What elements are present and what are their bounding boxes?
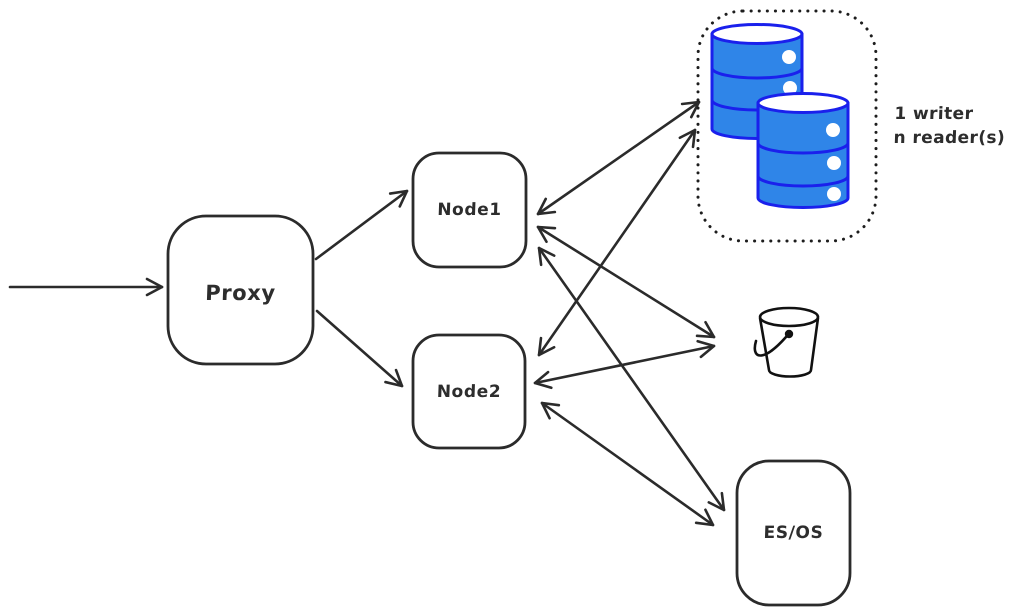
db-cluster-dashed-box	[696, 9, 878, 243]
node1-label: Node1	[436, 200, 503, 220]
node1-box	[411, 151, 528, 269]
edge-node2-esos	[540, 401, 715, 527]
db-annotation-line1: 1 writer	[894, 104, 974, 124]
proxy-label: Proxy	[204, 281, 277, 305]
db-cluster-annotation: 1 writer n reader(s)	[893, 102, 1011, 150]
edge-node1-esos	[537, 246, 726, 512]
esos-label: ES/OS	[763, 523, 824, 543]
bucket-icon	[735, 289, 839, 393]
node2-box	[411, 333, 527, 450]
node2-label: Node2	[436, 382, 502, 402]
database-cylinder-front-icon	[756, 92, 850, 209]
proxy-box	[166, 214, 315, 366]
edge-node2-bucket	[533, 339, 716, 390]
edge-proxy-to-node2	[315, 309, 404, 388]
db-annotation-line2: n reader(s)	[893, 128, 1006, 148]
edge-proxy-to-node1	[314, 189, 409, 261]
esos-box	[735, 459, 852, 607]
